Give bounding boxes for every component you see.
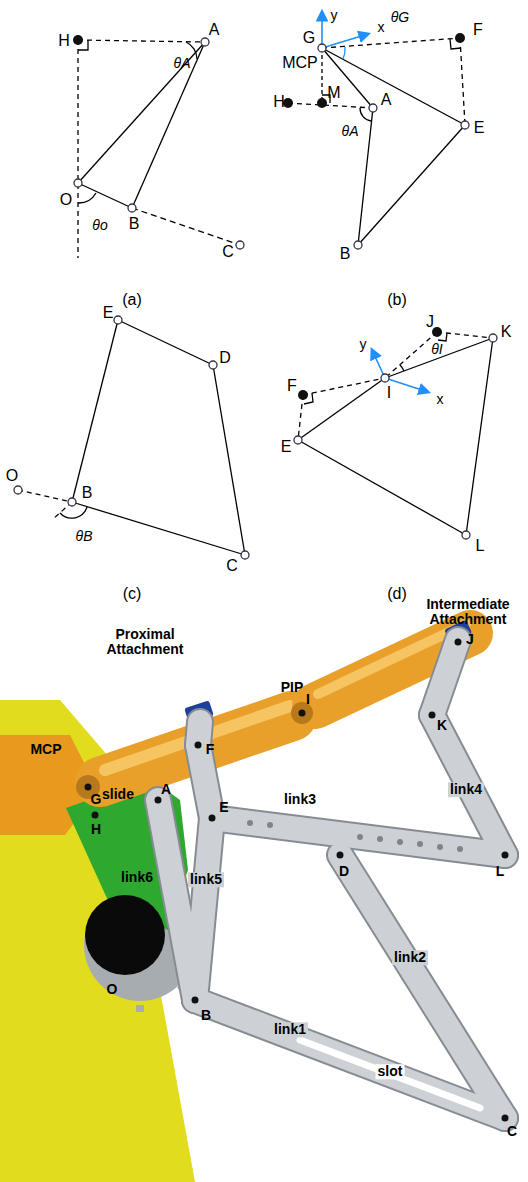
point-label: E xyxy=(281,438,292,456)
point-label: J xyxy=(426,313,434,331)
point-label: MCP xyxy=(282,54,318,72)
part-label: O xyxy=(107,982,118,997)
point-label: D xyxy=(219,349,231,367)
angle-label: θB xyxy=(76,529,93,544)
point-label: H xyxy=(273,93,285,111)
link-label: link4 xyxy=(448,782,484,797)
panel-caption: (d) xyxy=(387,585,407,603)
angle-label: θA xyxy=(174,56,191,71)
point-label: O xyxy=(6,467,18,485)
point-label: O xyxy=(60,191,72,209)
point-label: I xyxy=(387,384,391,402)
axis-label: x xyxy=(378,20,385,35)
panel-caption: (b) xyxy=(387,291,407,309)
part-label: C xyxy=(507,1124,517,1139)
part-label: A xyxy=(161,782,171,797)
part-label: E xyxy=(219,800,228,815)
point-label: B xyxy=(340,245,351,263)
point-label: F xyxy=(473,21,483,39)
point-label: F xyxy=(287,377,297,395)
part-label: H xyxy=(91,822,101,837)
link-label: link5 xyxy=(188,872,224,887)
link-label: link1 xyxy=(272,1022,308,1037)
point-label: E xyxy=(474,119,485,137)
point-label: E xyxy=(103,304,114,322)
part-label: link6 xyxy=(121,870,153,885)
point-label: A xyxy=(209,21,220,39)
part-label: slide xyxy=(102,787,134,802)
angle-label: θA xyxy=(342,124,359,139)
point-label: L xyxy=(476,537,485,555)
point-label: H xyxy=(58,32,70,50)
point-label: M xyxy=(327,84,340,102)
axis-label: y xyxy=(331,8,338,23)
attachment-label: Proximal Attachment xyxy=(97,627,193,658)
part-label: K xyxy=(437,718,447,733)
part-label: link3 xyxy=(284,792,316,807)
axis-label: y xyxy=(360,337,367,352)
part-label: I xyxy=(306,692,310,707)
part-label: slot xyxy=(376,1064,405,1079)
part-label: F xyxy=(206,742,215,757)
part-label: G xyxy=(91,792,102,807)
part-label: B xyxy=(201,1008,211,1023)
point-label: C xyxy=(226,557,238,575)
panel-caption: (c) xyxy=(123,585,142,603)
link-label: link2 xyxy=(392,950,428,965)
point-label: C xyxy=(222,243,234,261)
point-label: K xyxy=(501,323,512,341)
point-label: G xyxy=(303,29,315,47)
point-label: A xyxy=(381,91,392,109)
part-label: J xyxy=(466,632,474,647)
part-label: D xyxy=(339,864,349,879)
angle-label: θI xyxy=(431,342,442,357)
angle-label: θG xyxy=(391,10,409,25)
point-label: B xyxy=(82,484,93,502)
part-label: MCP xyxy=(30,742,61,757)
point-label: B xyxy=(129,215,140,233)
panel-caption: (a) xyxy=(122,291,142,309)
part-label: L xyxy=(496,864,505,879)
axis-label: x xyxy=(437,392,444,407)
attachment-label: Intermediate Attachment xyxy=(420,597,516,628)
angle-label: θo xyxy=(92,218,107,233)
part-label: PIP xyxy=(281,680,304,695)
